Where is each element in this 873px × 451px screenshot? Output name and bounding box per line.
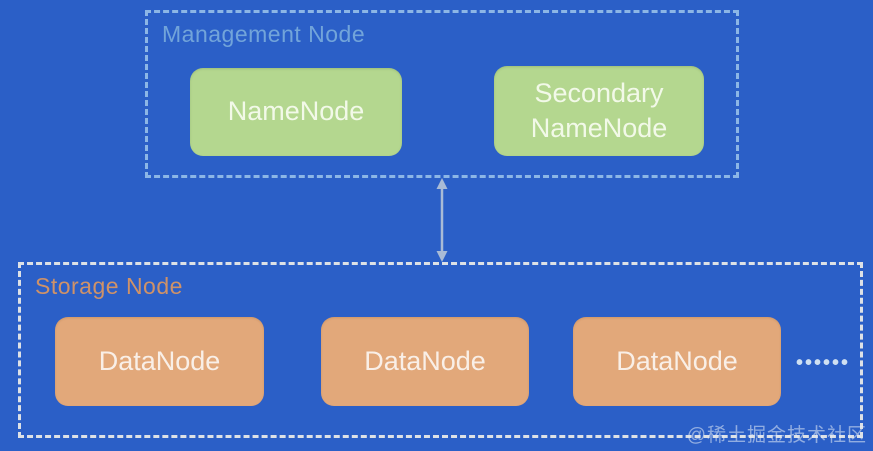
namenode-box: NameNode	[190, 68, 402, 156]
watermark-text: @稀土掘金技术社区	[686, 425, 867, 446]
secondary-namenode-label: Secondary NameNode	[530, 77, 668, 143]
datanode-box-1: DataNode	[55, 317, 264, 406]
datanode-label-1: DataNode	[98, 345, 221, 376]
datanode-label-2: DataNode	[364, 345, 486, 376]
datanode-box-3: DataNode	[573, 317, 781, 406]
secondary-namenode-box: Secondary NameNode	[494, 66, 704, 156]
storage-node-group: Storage Node	[18, 262, 863, 438]
datanode-box-2: DataNode	[321, 317, 529, 406]
datanode-label-3: DataNode	[616, 345, 738, 376]
more-datanodes-ellipsis: ••••••	[796, 352, 851, 374]
storage-node-label: Storage Node	[35, 273, 183, 299]
management-node-label: Management Node	[162, 21, 366, 47]
bidirectional-arrow-icon	[436, 178, 448, 262]
management-node-group: Management Node	[145, 10, 739, 178]
namenode-label: NameNode	[227, 96, 365, 127]
